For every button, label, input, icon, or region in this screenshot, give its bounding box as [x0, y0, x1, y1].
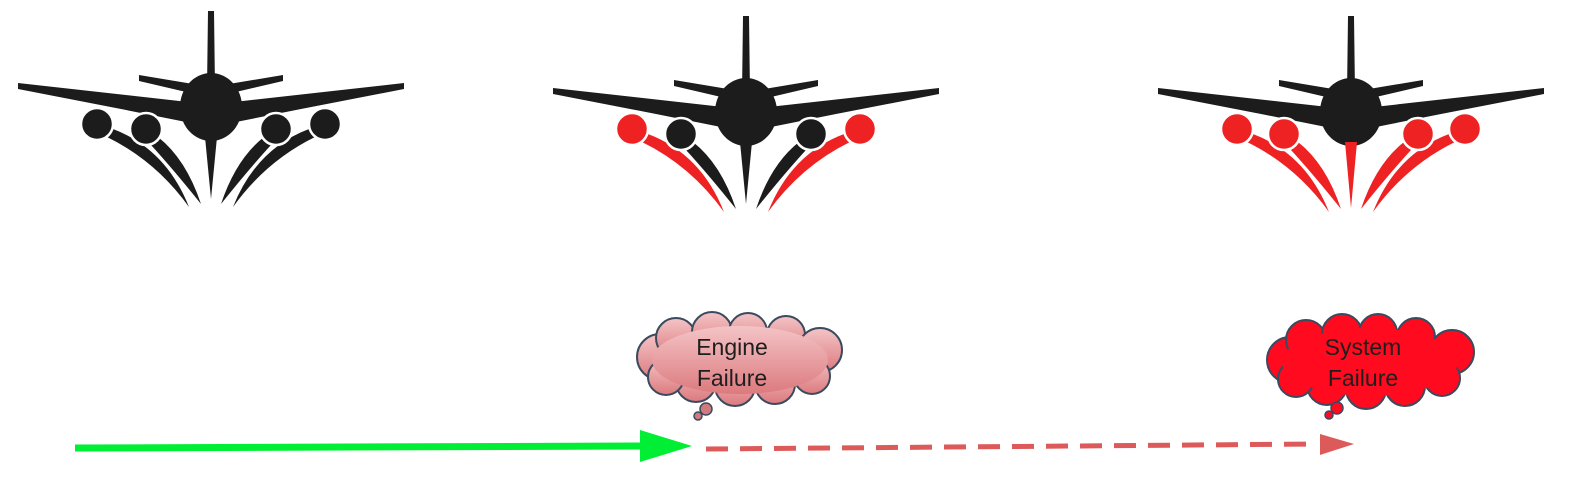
engine-failure-callout [636, 311, 843, 421]
system-failure-label: System Failure [1303, 332, 1423, 394]
system-failure-label-line2: Failure [1327, 365, 1399, 391]
engine-icon [79, 106, 115, 142]
engine-failure-label-line2: Failure [696, 365, 768, 391]
engine-icon [793, 116, 829, 152]
plane-normal [18, 11, 404, 207]
system-failure-callout [1266, 313, 1475, 420]
timeline-arrow-normal [74, 430, 692, 462]
engine-failed-icon [614, 111, 650, 147]
plane-system-failure [1158, 16, 1544, 212]
engine-icon [258, 111, 294, 147]
engine-failed-icon [1266, 116, 1302, 152]
engine-icon [663, 116, 699, 152]
engine-failed-icon [842, 111, 878, 147]
system-failure-label-line1: System [1324, 334, 1402, 360]
plane-engine-failure [553, 16, 939, 212]
engine-icon [307, 106, 343, 142]
engine-failure-label-line1: Engine [696, 334, 768, 360]
engine-failed-icon [1447, 111, 1483, 147]
engine-failed-icon [1400, 116, 1436, 152]
engine-icon [128, 111, 164, 147]
timeline-arrow-degraded [705, 434, 1354, 455]
engine-failure-label: Engine Failure [672, 332, 792, 394]
engine-failed-icon [1219, 111, 1255, 147]
